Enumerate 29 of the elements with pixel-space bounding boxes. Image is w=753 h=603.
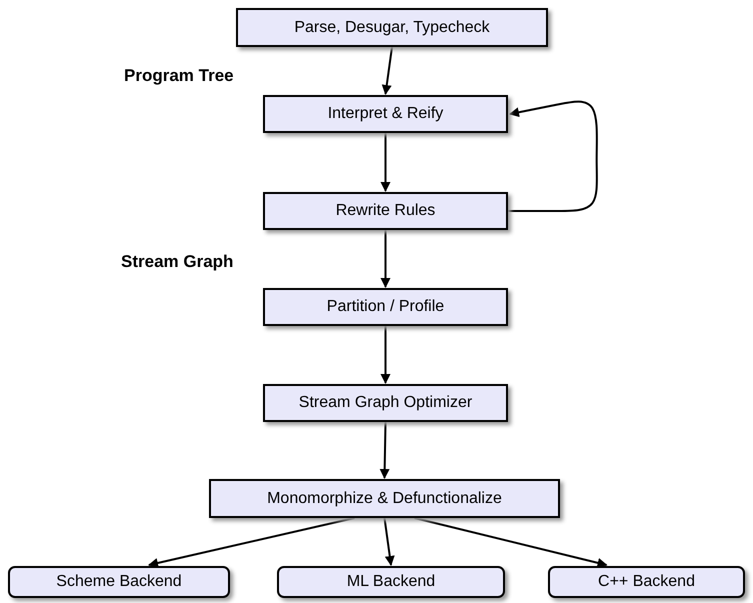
- node-label: ML Backend: [346, 573, 436, 591]
- node-label: Monomorphize & Defunctionalize: [267, 490, 502, 508]
- node-label: Stream Graph Optimizer: [298, 394, 472, 412]
- section-label: Program Tree: [124, 66, 234, 86]
- backend-box: [277, 566, 505, 598]
- process-box: [236, 8, 548, 47]
- arrow: [380, 326, 390, 384]
- node-label: Partition / Profile: [326, 298, 444, 316]
- arrow: [508, 100, 598, 212]
- arrow: [380, 422, 390, 479]
- node-label: Parse, Desugar, Typecheck: [294, 18, 490, 36]
- arrow: [380, 133, 390, 192]
- section-label: Stream Graph: [121, 252, 234, 272]
- backend-box: [548, 566, 745, 598]
- arrow: [384, 518, 395, 566]
- backend-box: [8, 566, 230, 598]
- process-box: [263, 288, 508, 326]
- process-box: [263, 192, 508, 230]
- arrow: [382, 46, 393, 95]
- process-box: [209, 479, 560, 518]
- process-box: [263, 95, 508, 133]
- node-label: Interpret & Reify: [328, 105, 444, 123]
- node-label: Rewrite Rules: [336, 202, 436, 220]
- node-label: Scheme Backend: [56, 573, 182, 591]
- arrow: [414, 517, 608, 568]
- process-box: [263, 384, 508, 422]
- node-label: C++ Backend: [598, 573, 695, 591]
- arrow: [148, 517, 355, 568]
- arrow: [380, 230, 390, 288]
